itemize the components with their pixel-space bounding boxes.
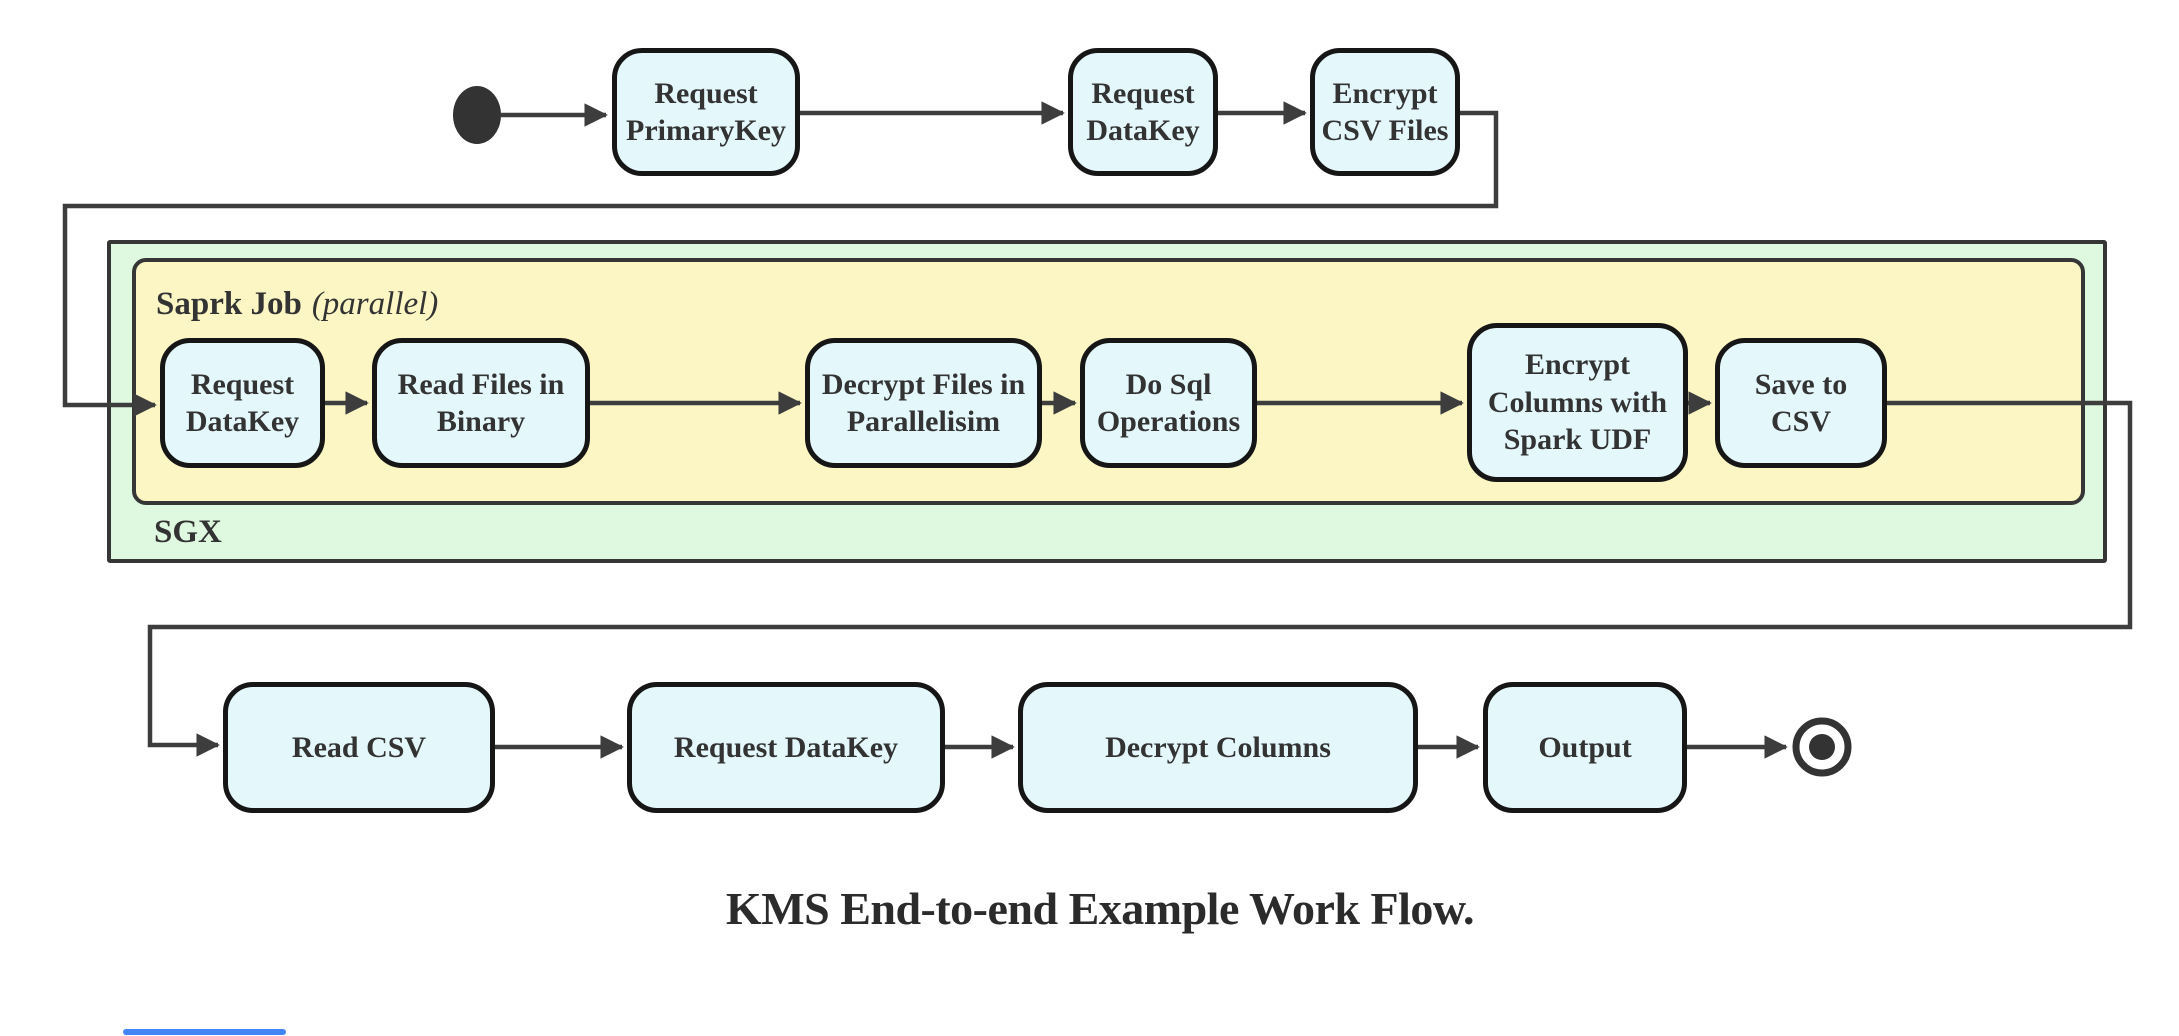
diagram-caption: KMS End-to-end Example Work Flow. <box>725 883 1475 934</box>
state-decrypt-columns: Decrypt Columns <box>1018 682 1418 813</box>
state-save-to-csv: Save to CSV <box>1715 338 1887 468</box>
state-output: Output <box>1483 682 1687 813</box>
spark-job-label-modifier: (parallel) <box>311 286 439 322</box>
state-encrypt-csv-files: Encrypt CSV Files <box>1310 48 1460 176</box>
spark-job-label-name: Saprk Job <box>156 286 302 322</box>
spark-job-label: Saprk Job(parallel) <box>156 286 438 323</box>
state-request-datakey-spark: Request DataKey <box>160 338 325 468</box>
state-decrypt-files-in-parallelisim: Decrypt Files in Parallelisim <box>805 338 1042 468</box>
state-read-csv: Read CSV <box>223 682 495 813</box>
state-request-primarykey: Request PrimaryKey <box>612 48 800 176</box>
state-do-sql-operations: Do Sql Operations <box>1080 338 1257 468</box>
start-state-icon <box>453 86 501 144</box>
end-state-icon <box>1792 717 1852 777</box>
sgx-label: SGX <box>154 514 222 550</box>
state-encrypt-columns-with-spark-udf: Encrypt Columns with Spark UDF <box>1467 323 1688 482</box>
state-request-datakey-top: Request DataKey <box>1068 48 1218 176</box>
horizontal-scrollbar-thumb[interactable] <box>123 1029 286 1035</box>
state-read-files-in-binary: Read Files in Binary <box>372 338 590 468</box>
state-request-datakey-bottom: Request DataKey <box>627 682 945 813</box>
